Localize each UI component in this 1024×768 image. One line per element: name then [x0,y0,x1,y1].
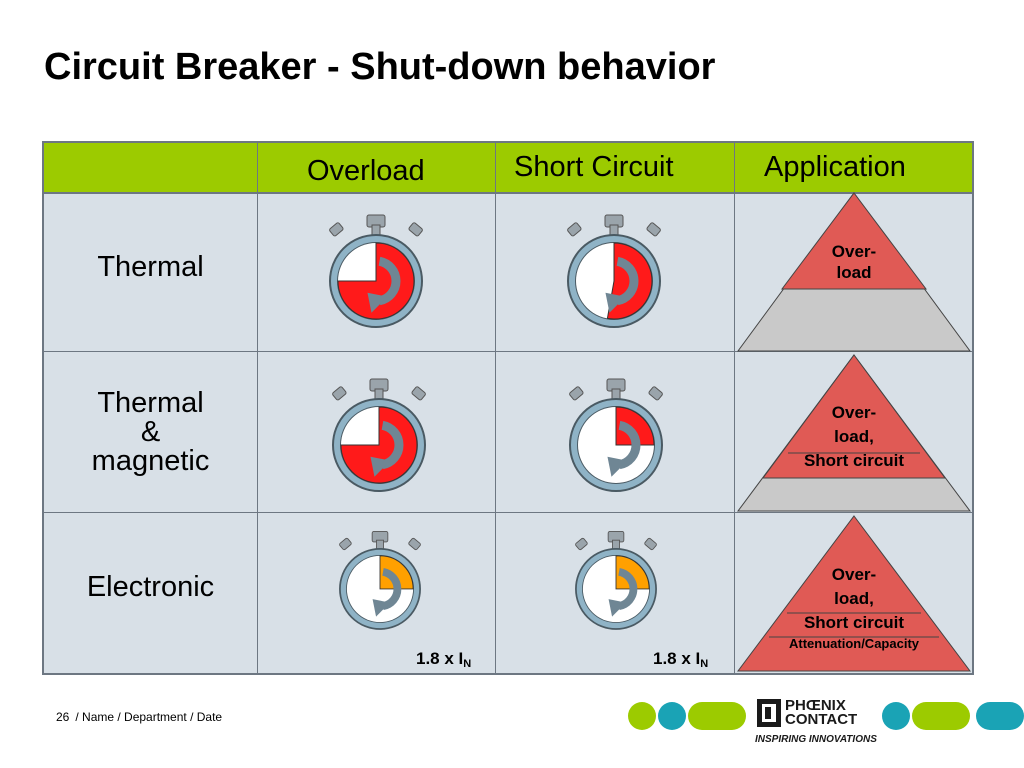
logo-text-line2: CONTACT [785,711,858,728]
pyramid-line: load, [834,427,874,446]
pyramid-line: Over- [831,565,877,584]
slide-footer: 26 / Name / Department / Date [56,710,228,724]
column-header-short-circuit: Short Circuit [514,151,674,183]
trip-factor-subscript: N [700,658,709,670]
stopwatch-icon [569,378,663,492]
stopwatch-icon [332,378,426,492]
column-header-overload: Overload [307,155,425,187]
column-divider [257,143,258,673]
brand-dots [628,702,1024,730]
page-number: 26 [56,710,70,724]
trip-factor-text: 1.8 x I [653,649,701,668]
slide-title: Circuit Breaker - Shut-down behavior [44,46,716,88]
table-header-row [44,143,972,194]
row-label-line: & [140,416,161,448]
row-label-line: Electronic [86,571,215,603]
pyramid-line: Over- [831,403,877,422]
column-divider [734,143,735,673]
pyramid-line: Short circuit [803,451,905,470]
pyramid-line: load, [834,589,874,608]
footer-text: / Name / Department / Date [75,710,223,724]
row-divider [44,512,972,513]
row-divider [44,351,972,352]
trip-factor-overload: 1.8 x IN [416,649,471,670]
column-divider [495,143,496,673]
row-label-line: magnetic [91,445,210,477]
stopwatch-icon [339,531,421,630]
stopwatch-icon [329,214,423,328]
row-label-thermal: Thermal [44,253,257,282]
comparison-table: Overload Short Circuit Application Therm… [42,141,974,675]
pyramid-line: Attenuation/Capacity [788,636,919,651]
pyramid-line: load [836,263,872,282]
logo-text-line1: PHŒNIX [785,697,846,714]
application-pyramid-electronic [737,515,971,672]
row-label-line: Thermal [97,387,204,419]
row-label-line: Thermal [97,251,204,283]
application-pyramid-thermal [737,192,971,352]
trip-factor-text: 1.8 x I [416,649,464,668]
logo-mark-icon [757,699,781,727]
application-pyramid-thermal-magnetic [737,354,971,512]
row-label-electronic: Electronic [44,573,257,602]
trip-factor-subscript: N [463,658,472,670]
pyramid-label-electronic: Over- load, Short circuit Attenuation/Ca… [736,563,972,651]
pyramid-line: Over- [831,242,877,261]
logo-tagline: INSPIRING INNOVATIONS [755,734,877,745]
trip-factor-short-circuit: 1.8 x IN [653,649,708,670]
stopwatch-icon [567,214,661,328]
pyramid-label-thermal: Over- load [736,241,972,283]
row-label-thermal-magnetic: Thermal & magnetic [44,389,257,476]
column-header-application: Application [764,151,906,183]
pyramid-label-thermal-magnetic: Over- load, Short circuit [736,401,972,473]
stopwatch-icon [575,531,657,630]
pyramid-line: Short circuit [803,613,905,632]
